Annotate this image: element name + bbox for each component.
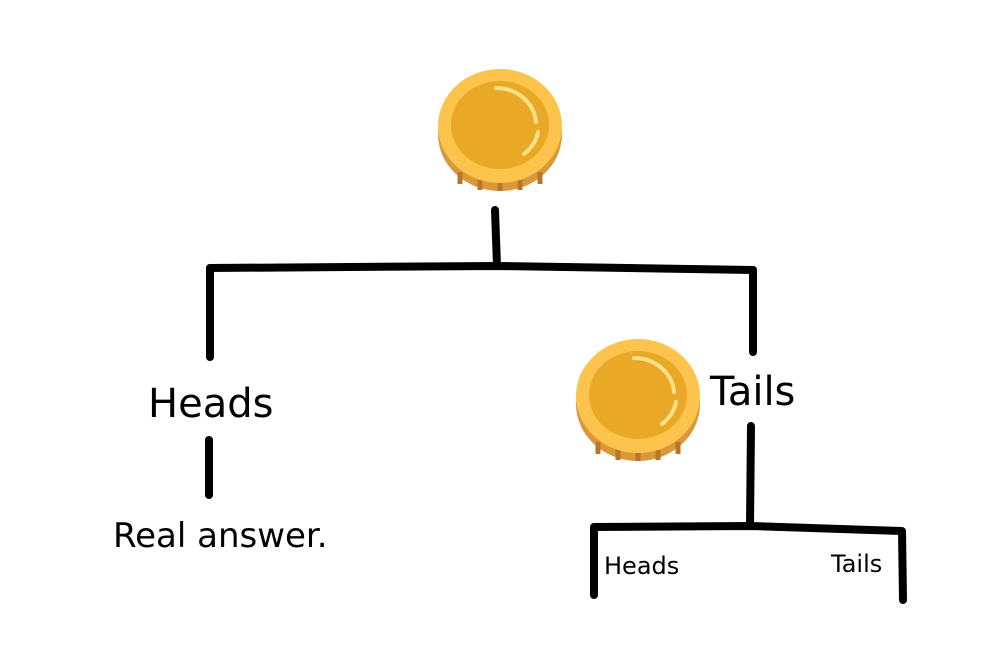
root-stem-line xyxy=(491,206,501,270)
sub-heads-label: Heads xyxy=(604,552,680,580)
outcome-text: Real answer. xyxy=(113,516,328,556)
sub-tails-label: Tails xyxy=(831,550,883,578)
tails-label: Tails xyxy=(710,369,796,415)
tails-stem-line xyxy=(746,422,755,528)
tails-coin-icon xyxy=(576,339,700,461)
top-branch-line xyxy=(206,262,757,274)
heads-label: Heads xyxy=(148,381,274,427)
root-coin-icon xyxy=(438,69,562,191)
sub-branch-line xyxy=(590,522,907,604)
